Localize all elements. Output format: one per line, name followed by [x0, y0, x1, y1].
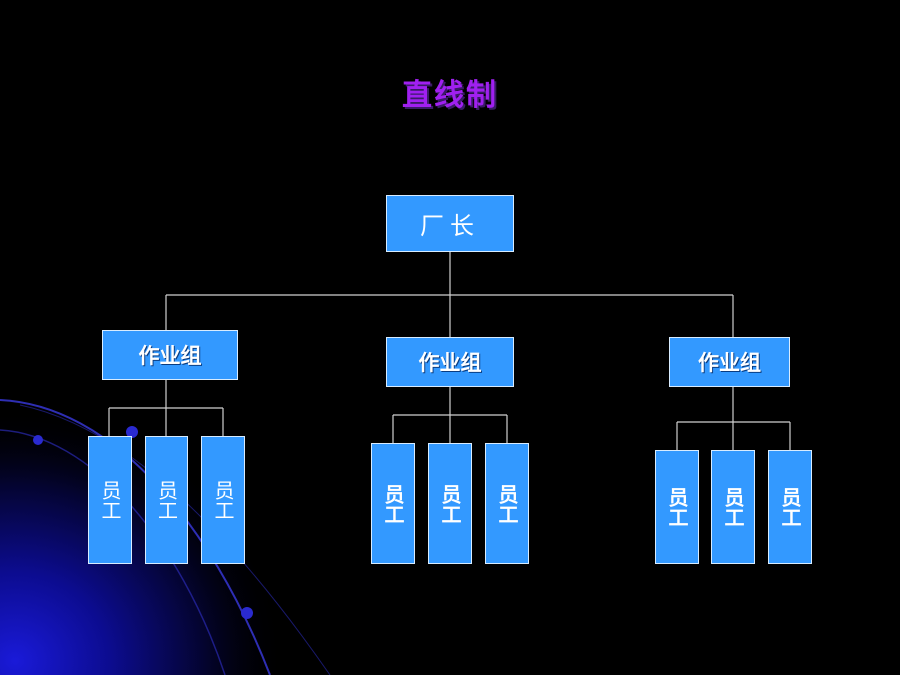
- employee-box: 员工: [655, 450, 699, 564]
- employee-box: 员工: [768, 450, 812, 564]
- employee-box: 员工: [428, 443, 472, 564]
- work-group-box: 作业组: [669, 337, 790, 387]
- slide-title: 直线制: [402, 78, 498, 113]
- orb-3: [241, 607, 253, 619]
- employee-box: 员工: [201, 436, 245, 564]
- orb-2: [126, 426, 138, 438]
- orb-1: [33, 435, 43, 445]
- work-group-box: 作业组: [102, 330, 238, 380]
- factory-director-box: 厂长: [386, 195, 514, 252]
- employee-box: 员工: [145, 436, 188, 564]
- employee-box: 员工: [711, 450, 755, 564]
- employee-box: 员工: [371, 443, 415, 564]
- employee-box: 员工: [485, 443, 529, 564]
- work-group-box: 作业组: [386, 337, 514, 387]
- employee-box: 员工: [88, 436, 132, 564]
- arc-line-3: [19, 404, 331, 675]
